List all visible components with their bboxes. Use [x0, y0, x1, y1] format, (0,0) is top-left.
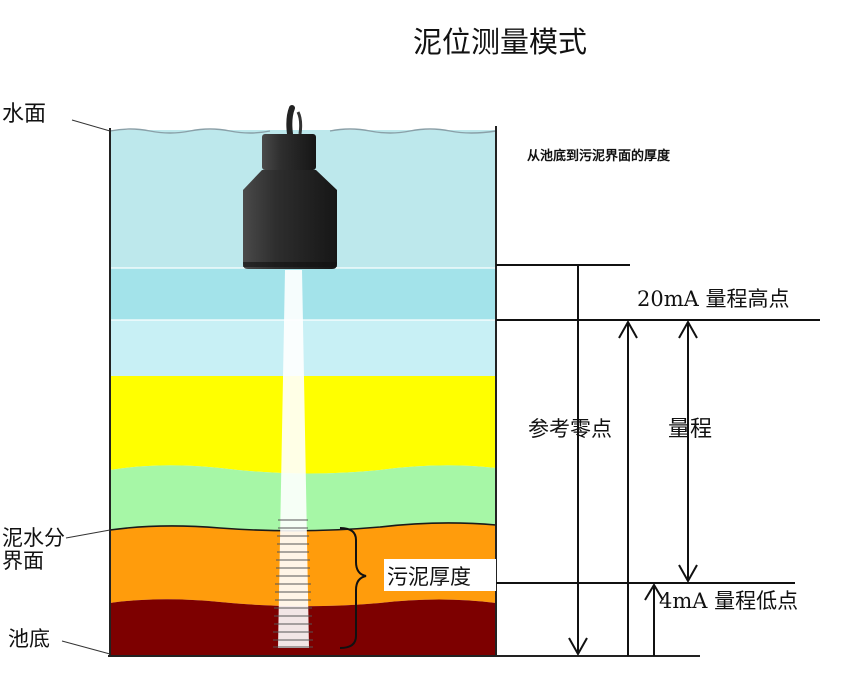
reference-zero-dimension	[568, 265, 588, 657]
page-title: 泥位测量模式	[413, 25, 587, 59]
water-surface-leader	[71, 119, 111, 132]
thickness-note: 从池底到污泥界面的厚度	[527, 148, 671, 164]
tank-bottom-label: 池底	[8, 627, 50, 651]
mud-water-interface-leader	[65, 529, 111, 539]
ultrasonic-sensor-icon	[243, 105, 337, 269]
water-surface-line	[109, 128, 497, 134]
low-point-label: 4mA 量程低点	[659, 589, 798, 613]
mud-water-interface-label-1: 泥水分	[2, 526, 65, 550]
low-point-dimension	[644, 583, 664, 656]
high-point-label: 20mA 量程高点	[637, 287, 789, 311]
sludge-thickness-label: 污泥厚度	[387, 565, 471, 589]
high-point-dimension	[618, 319, 638, 656]
sludge-thickness-brace	[339, 527, 367, 649]
sludge-thickness-label-bg	[384, 559, 496, 591]
mud-water-interface-label-2: 界面	[2, 549, 44, 573]
tank-bottom-leader	[61, 640, 111, 655]
water-mid-band	[110, 268, 496, 320]
reference-zero-label: 参考零点	[528, 417, 612, 441]
ultrasonic-beam	[273, 270, 313, 648]
range-dimension	[678, 319, 698, 584]
range-label: 量程	[668, 417, 712, 442]
water-surface-label: 水面	[2, 102, 46, 127]
